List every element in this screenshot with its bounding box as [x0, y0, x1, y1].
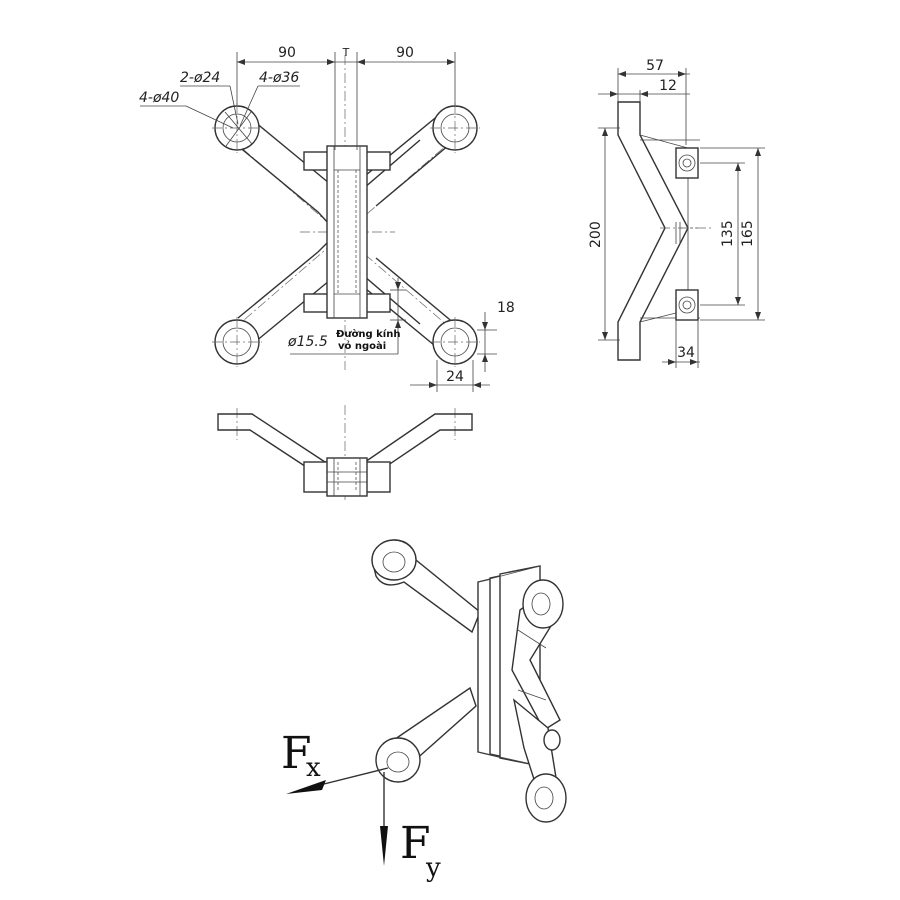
dim-57: 57: [646, 58, 664, 74]
dim-165: 165: [740, 220, 756, 247]
dim-135: 135: [720, 220, 736, 247]
force-y-subscript: y: [425, 853, 441, 883]
dim-18: 18: [497, 300, 515, 316]
side-left-dimension: 200: [588, 127, 620, 341]
force-y-label: F: [400, 818, 431, 869]
dim-200: 200: [588, 221, 604, 248]
force-y-arrowhead: [380, 826, 388, 866]
note-line-2: vỏ ngoài: [338, 340, 386, 352]
dim-34: 34: [677, 345, 695, 361]
label-dia-15-5: ø15.5: [287, 334, 328, 350]
side-view: 57 12 200 135 165: [588, 58, 765, 368]
force-arrows: F x F y: [281, 728, 441, 883]
front-central-body: [303, 145, 391, 319]
side-bottom-dimension: 34: [662, 320, 700, 368]
force-x-label: F: [281, 728, 312, 779]
label-4-dia-40: 4-ø40: [139, 90, 179, 106]
label-2-dia-24: 2-ø24: [180, 70, 220, 86]
front-top-dimensions: 90 T 90: [236, 45, 456, 150]
front-hole-callouts: 2-ø24 4-ø36 4-ø40: [139, 70, 300, 147]
front-view: 90 T 90 2-ø24 4-ø36 4-ø40 ø15.5: [139, 45, 515, 392]
label-4-dia-36: 4-ø36: [259, 70, 299, 86]
dim-center-t: T: [342, 46, 350, 59]
side-right-dimensions: 135 165: [700, 147, 765, 321]
iso-view: F x F y: [281, 539, 567, 883]
front-glass-callout: ø15.5 Đường kính vỏ ngoài: [287, 278, 406, 355]
front-pad-dimensions: 18 24: [410, 300, 515, 392]
force-x-arrowhead: [286, 780, 326, 794]
plan-view: [217, 405, 473, 500]
dim-24: 24: [446, 369, 464, 385]
force-x-subscript: x: [306, 753, 321, 783]
side-top-dimensions: 57 12: [598, 58, 690, 145]
note-line-1: Đường kính: [336, 328, 400, 340]
dim-right-90: 90: [396, 45, 414, 61]
dim-12: 12: [659, 78, 677, 94]
dim-left-90: 90: [278, 45, 296, 61]
